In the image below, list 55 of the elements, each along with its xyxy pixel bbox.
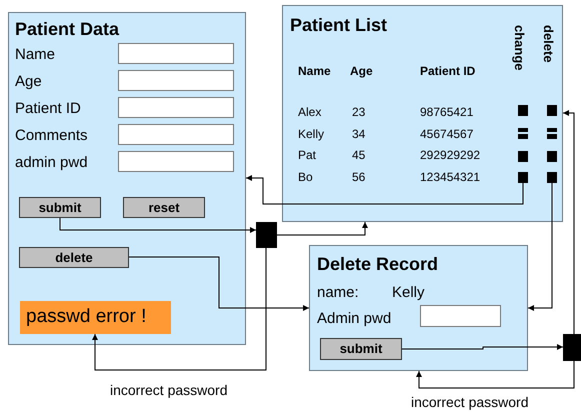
field-label: Admin pwd (317, 309, 392, 329)
list-panel (282, 5, 563, 222)
table-cell-text: 123454321 (420, 168, 480, 186)
toggle-icon (518, 172, 528, 183)
column-header: Patient ID (420, 63, 476, 80)
table-cell-text: Bo (298, 168, 313, 186)
connector-arrow (528, 182, 552, 311)
table-cell-text: Alex (298, 104, 322, 121)
error-message: passwd error ! (20, 301, 171, 334)
table-cell-text: Pat (298, 147, 316, 164)
connector-arrow (562, 110, 574, 334)
connector-arrow (246, 175, 524, 204)
table-cell-text: 56 (352, 168, 366, 186)
field-label: Patient ID (15, 99, 81, 119)
column-header: Age (350, 63, 373, 80)
toggle-icon (547, 128, 557, 139)
field-label: Age (15, 72, 42, 92)
panel-title: Patient List (290, 14, 388, 37)
table-cell-text: 45 (352, 147, 366, 164)
field-label: admin pwd (15, 153, 88, 173)
table-cell-text: 45674567 (420, 126, 474, 142)
button: delete (19, 247, 129, 268)
toggle-icon (547, 151, 557, 162)
table-cell-text: 98765421 (420, 104, 474, 121)
junction-box (563, 334, 581, 361)
table-cell-text: 34 (352, 126, 366, 142)
column-header: Name (298, 63, 331, 80)
connector-arrow (416, 360, 574, 388)
connector-arrow (60, 218, 256, 233)
toggle-icon (547, 172, 557, 183)
connector-arrow (276, 222, 368, 236)
form-panel (309, 245, 528, 371)
field-label: Name (15, 45, 56, 65)
field-label: Comments (15, 126, 88, 146)
toggle-icon (547, 105, 557, 116)
field-value: Kelly (392, 283, 425, 303)
field-label: name: (317, 283, 359, 303)
panel-title: Patient Data (15, 18, 120, 41)
connector-arrow (402, 344, 564, 350)
table-cell-text: Kelly (298, 126, 324, 142)
toggle-icon (518, 151, 528, 162)
column-header: change (513, 25, 526, 71)
button: submit (320, 338, 402, 360)
connector-arrow (92, 248, 266, 370)
column-header: delete (542, 25, 555, 63)
toggle-icon (518, 128, 528, 139)
panel-title: Delete Record (317, 253, 438, 276)
form-panel (8, 12, 246, 345)
toggle-icon (518, 105, 528, 116)
button: reset (123, 197, 205, 218)
button: submit (19, 197, 101, 218)
table-cell-text: 292929292 (420, 147, 480, 164)
table-cell-text: 23 (352, 104, 366, 121)
junction-box (256, 222, 277, 248)
connector-arrow (128, 256, 310, 311)
